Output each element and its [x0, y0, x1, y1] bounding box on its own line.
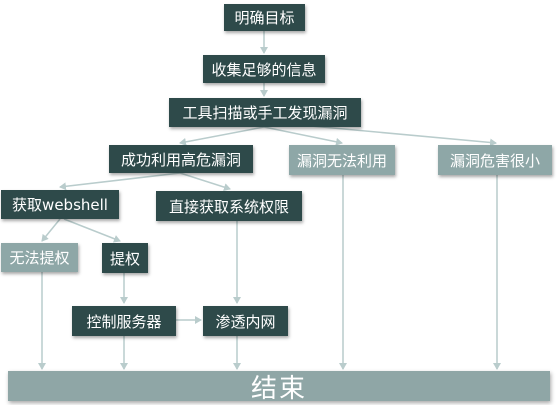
node-cannot-exploit: 漏洞无法利用 [289, 145, 395, 175]
edge-exploit-direct [179, 172, 231, 191]
edge-scan-exploit [179, 126, 265, 146]
node-no-escalate: 无法提权 [1, 243, 78, 272]
node-collect: 收集足够的信息 [203, 55, 325, 83]
node-pivot: 渗透内网 [203, 306, 288, 336]
edge-webshell-noescalate [41, 218, 61, 242]
edge-exploit-webshell [59, 172, 181, 191]
node-low-risk: 漏洞危害很小 [438, 145, 552, 175]
node-end: 结束 [8, 371, 550, 404]
edge-scan-lowrisk [299, 124, 497, 147]
node-scan: 工具扫描或手工发现漏洞 [169, 98, 361, 127]
node-escalate: 提权 [102, 243, 148, 273]
node-webshell: 获取webshell [1, 190, 119, 219]
edge-scan-cannot [263, 126, 343, 146]
node-goal: 明确目标 [224, 4, 305, 31]
node-direct-privilege: 直接获取系统权限 [156, 191, 302, 221]
node-control-server: 控制服务器 [72, 306, 176, 336]
node-exploit-high: 成功利用高危漏洞 [109, 145, 253, 173]
edge-webshell-escalate [63, 218, 121, 243]
